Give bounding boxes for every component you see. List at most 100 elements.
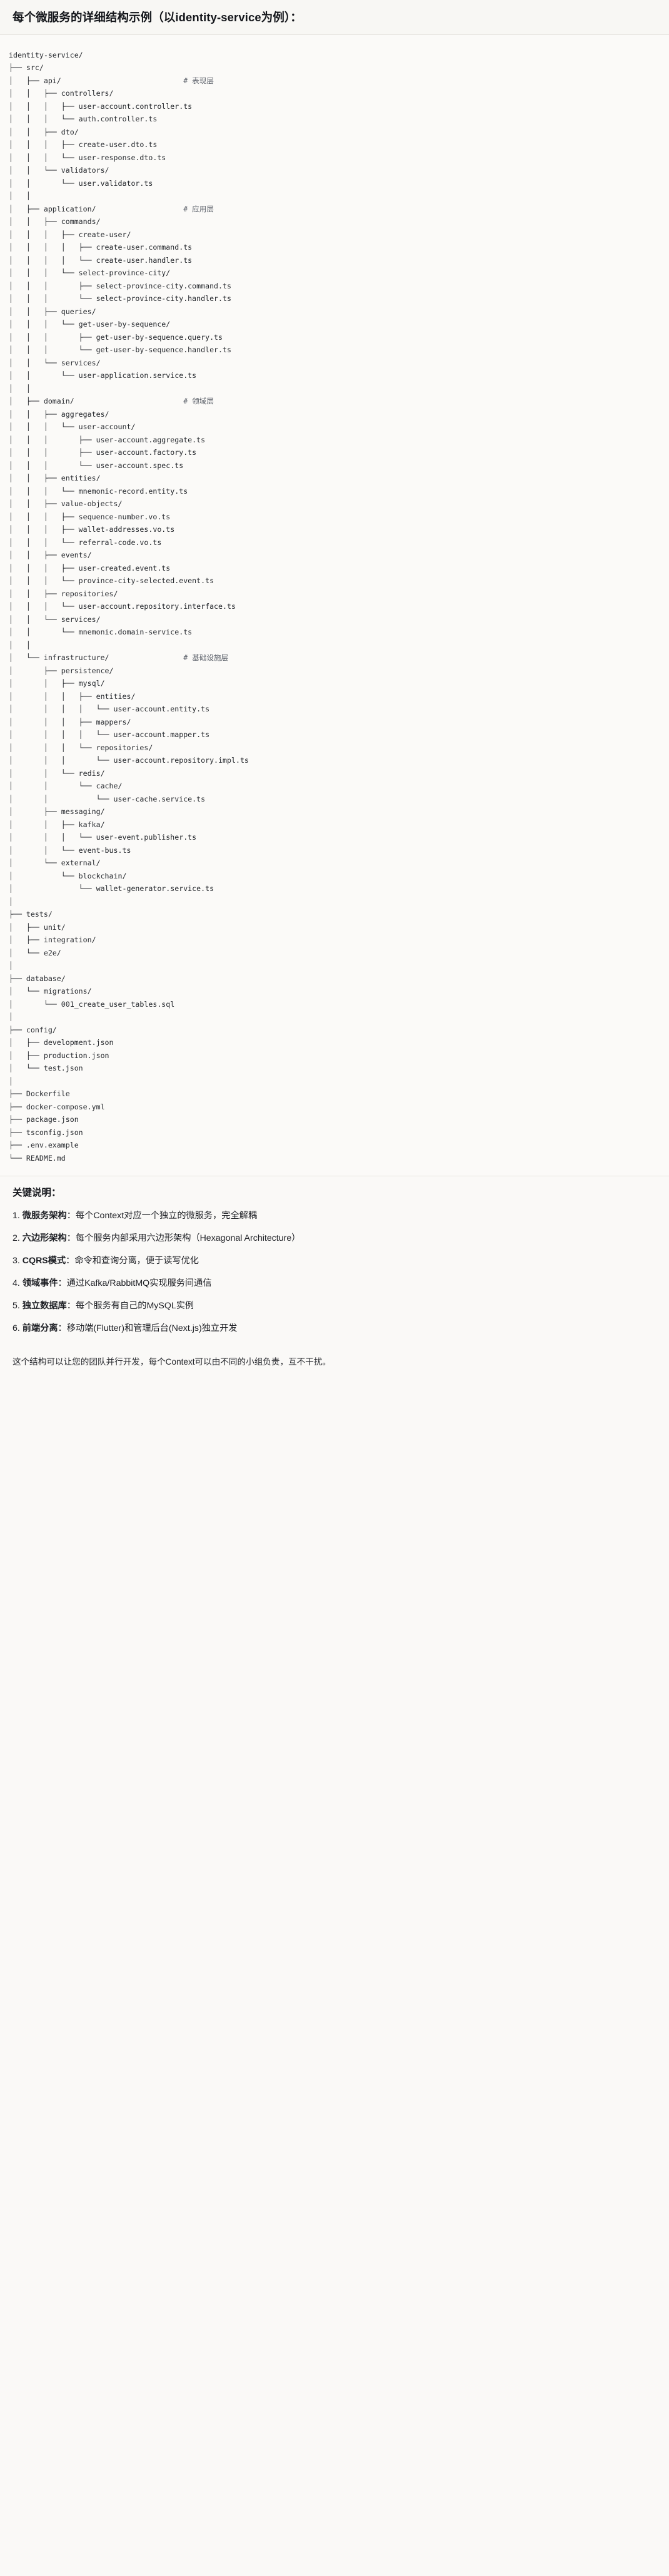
tree-row-path: │ │ │ │ └── user-account.mapper.ts <box>9 730 210 740</box>
key-point-item: 4. 领域事件：通过Kafka/RabbitMQ实现服务间通信 <box>13 1276 656 1290</box>
tree-row-path: │ │ ├── aggregates/ <box>9 409 109 419</box>
tree-row-path: │ └── migrations/ <box>9 987 92 996</box>
tree-row: │ └── wallet-generator.service.ts <box>9 882 656 895</box>
tree-row: │ │ ├── controllers/ <box>9 87 656 100</box>
tree-row-path: │ <box>9 1076 13 1086</box>
tree-row: │ ├── api/ # 表现层 <box>9 74 656 88</box>
key-point-separator: ： <box>66 1256 75 1266</box>
key-point-description: 每个服务内部采用六边形架构（Hexagonal Architecture） <box>75 1233 301 1244</box>
key-point-description: 命令和查询分离，便于读写优化 <box>74 1256 199 1266</box>
tree-row-path: │ <box>9 961 13 970</box>
tree-row: ├── src/ <box>9 61 656 74</box>
footer-note: 这个结构可以让您的团队并行开发，每个Context可以由不同的小组负责，互不干扰… <box>13 1357 331 1367</box>
tree-row: │ ├── development.json <box>9 1036 656 1049</box>
tree-row: │ │ ├── value-objects/ <box>9 497 656 511</box>
tree-row: ├── config/ <box>9 1024 656 1037</box>
tree-row-path: │ └── external/ <box>9 858 101 868</box>
tree-row: │ │ │ ├── mappers/ <box>9 716 656 729</box>
key-point-item: 3. CQRS模式：命令和查询分离，便于读写优化 <box>13 1254 656 1268</box>
tree-row: │ │ │ ├── entities/ <box>9 690 656 703</box>
key-point-term: 领域事件 <box>22 1278 58 1289</box>
key-point-number: 6. <box>13 1323 23 1334</box>
tree-row: │ │ └── services/ <box>9 357 656 370</box>
tree-row-path: │ │ │ └── user-account.repository.impl.t… <box>9 756 249 765</box>
tree-row: │ │ │ └── referral-code.vo.ts <box>9 536 656 549</box>
tree-row-path: │ │ └── services/ <box>9 614 101 624</box>
tree-row: │ <box>9 895 656 909</box>
tree-row: │ │ ├── queries/ <box>9 305 656 318</box>
tree-row: │ │ <box>9 382 656 395</box>
tree-row: │ <box>9 1075 656 1088</box>
tree-row: │ │ │ └── user-account.repository.impl.t… <box>9 754 656 767</box>
tree-row-path: │ │ ├── queries/ <box>9 307 96 316</box>
tree-row: │ │ └── user-application.service.ts <box>9 369 656 382</box>
tree-row: │ │ │ ├── create-user.dto.ts <box>9 138 656 151</box>
key-point-number: 3. <box>13 1256 23 1266</box>
tree-row: │ │ │ └── province-city-selected.event.t… <box>9 574 656 588</box>
tree-row-path: │ │ │ ├── user-account.aggregate.ts <box>9 435 206 444</box>
tree-row-path: │ │ │ ├── user-created.event.ts <box>9 563 171 573</box>
tree-row: │ │ <box>9 639 656 652</box>
directory-tree: identity-service/├── src/│ ├── api/ # 表现… <box>9 49 656 1165</box>
tree-row-path: │ │ <box>9 640 31 649</box>
tree-row-comment: # 基础设施层 <box>183 653 229 663</box>
tree-row-path: ├── docker-compose.yml <box>9 1102 105 1111</box>
tree-row-path: └── README.md <box>9 1153 66 1163</box>
tree-row: │ │ └── redis/ <box>9 767 656 780</box>
tree-row-comment: # 应用层 <box>183 204 214 213</box>
tree-row-path: │ │ │ └── auth.controller.ts <box>9 115 158 124</box>
key-point-description: 移动端(Flutter)和管理后台(Next.js)独立开发 <box>66 1323 238 1334</box>
footer-block: 这个结构可以让您的团队并行开发，每个Context可以由不同的小组负责，互不干扰… <box>0 1350 669 1379</box>
tree-row: │ │ ├── dto/ <box>9 126 656 139</box>
tree-row-path: │ │ │ ├── create-user/ <box>9 230 131 239</box>
tree-row-path: │ │ ├── kafka/ <box>9 820 105 829</box>
tree-row-path: │ │ │ └── user-account/ <box>9 422 136 432</box>
tree-row: ├── tsconfig.json <box>9 1126 656 1139</box>
tree-row-path: │ <box>9 1012 13 1022</box>
tree-row-path: │ ├── unit/ <box>9 922 66 932</box>
tree-row-path: │ │ │ ├── entities/ <box>9 691 136 701</box>
tree-row-path: │ │ │ └── get-user-by-sequence.handler.t… <box>9 345 231 355</box>
tree-row: ├── Dockerfile <box>9 1087 656 1101</box>
tree-row-path: │ │ │ ├── create-user.dto.ts <box>9 140 158 150</box>
tree-row-path: ├── package.json <box>9 1115 79 1124</box>
key-point-description: 每个Context对应一个独立的微服务，完全解耦 <box>75 1211 258 1221</box>
tree-row-path: │ │ <box>9 384 31 393</box>
key-point-number: 2. <box>13 1233 23 1244</box>
tree-row-path: │ │ └── user.validator.ts <box>9 178 153 188</box>
tree-row-path: │ └── e2e/ <box>9 948 61 957</box>
tree-row-path: │ │ │ ├── user-account.controller.ts <box>9 101 193 111</box>
tree-row-path: │ │ │ └── select-province-city.handler.t… <box>9 294 231 303</box>
tree-row-path: │ └── infrastructure/ <box>9 653 184 663</box>
tree-row-path: │ │ │ ├── get-user-by-sequence.query.ts <box>9 332 223 342</box>
key-point-separator: ： <box>58 1278 67 1289</box>
tree-row-path: │ ├── persistence/ <box>9 666 114 675</box>
tree-row-path: │ │ └── cache/ <box>9 781 123 791</box>
tree-row-path: ├── tsconfig.json <box>9 1128 83 1137</box>
tree-row: │ <box>9 959 656 972</box>
tree-row: │ │ ├── mysql/ <box>9 677 656 690</box>
key-point-item: 1. 微服务架构：每个Context对应一个独立的微服务，完全解耦 <box>13 1209 656 1223</box>
tree-row: │ │ │ │ ├── create-user.command.ts <box>9 241 656 254</box>
tree-row: ├── tests/ <box>9 908 656 921</box>
tree-row-path: │ │ │ ├── select-province-city.command.t… <box>9 281 231 290</box>
tree-row: │ └── blockchain/ <box>9 870 656 883</box>
tree-row-path: ├── tests/ <box>9 910 53 919</box>
key-point-item: 6. 前端分离：移动端(Flutter)和管理后台(Next.js)独立开发 <box>13 1321 656 1335</box>
page-root: 每个微服务的详细结构示例（以identity-service为例）： ident… <box>0 11 669 1379</box>
tree-row-path: │ │ │ └── referral-code.vo.ts <box>9 537 162 547</box>
tree-row: │ └── infrastructure/ # 基础设施层 <box>9 651 656 664</box>
tree-row-path: │ │ ├── events/ <box>9 551 92 560</box>
tree-row: ├── database/ <box>9 972 656 985</box>
tree-row: ├── .env.example <box>9 1139 656 1152</box>
tree-row: │ │ │ └── get-user-by-sequence/ <box>9 318 656 331</box>
tree-row-path: │ │ ├── mysql/ <box>9 679 105 688</box>
tree-row-path: │ │ ├── entities/ <box>9 474 101 483</box>
tree-row-path: │ │ └── redis/ <box>9 768 105 778</box>
tree-row: │ │ │ └── user-account.repository.interf… <box>9 600 656 613</box>
tree-row-path: │ │ └── event-bus.ts <box>9 845 131 855</box>
tree-row: │ │ │ └── select-province-city.handler.t… <box>9 292 656 305</box>
tree-row-path: │ │ │ └── mnemonic-record.entity.ts <box>9 486 188 496</box>
tree-row: │ ├── integration/ <box>9 934 656 947</box>
tree-row: │ <box>9 1011 656 1024</box>
